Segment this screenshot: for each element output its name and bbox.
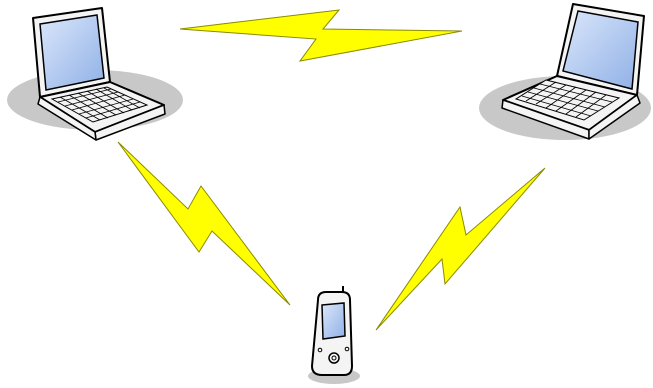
- laptop-icon: [479, 4, 651, 140]
- laptop-icon: [7, 8, 183, 140]
- pda-icon: [308, 286, 360, 384]
- lightning-bolt-icon: [118, 142, 290, 305]
- lightning-bolt-icon: [180, 10, 462, 61]
- lightning-bolt-icon: [376, 168, 545, 330]
